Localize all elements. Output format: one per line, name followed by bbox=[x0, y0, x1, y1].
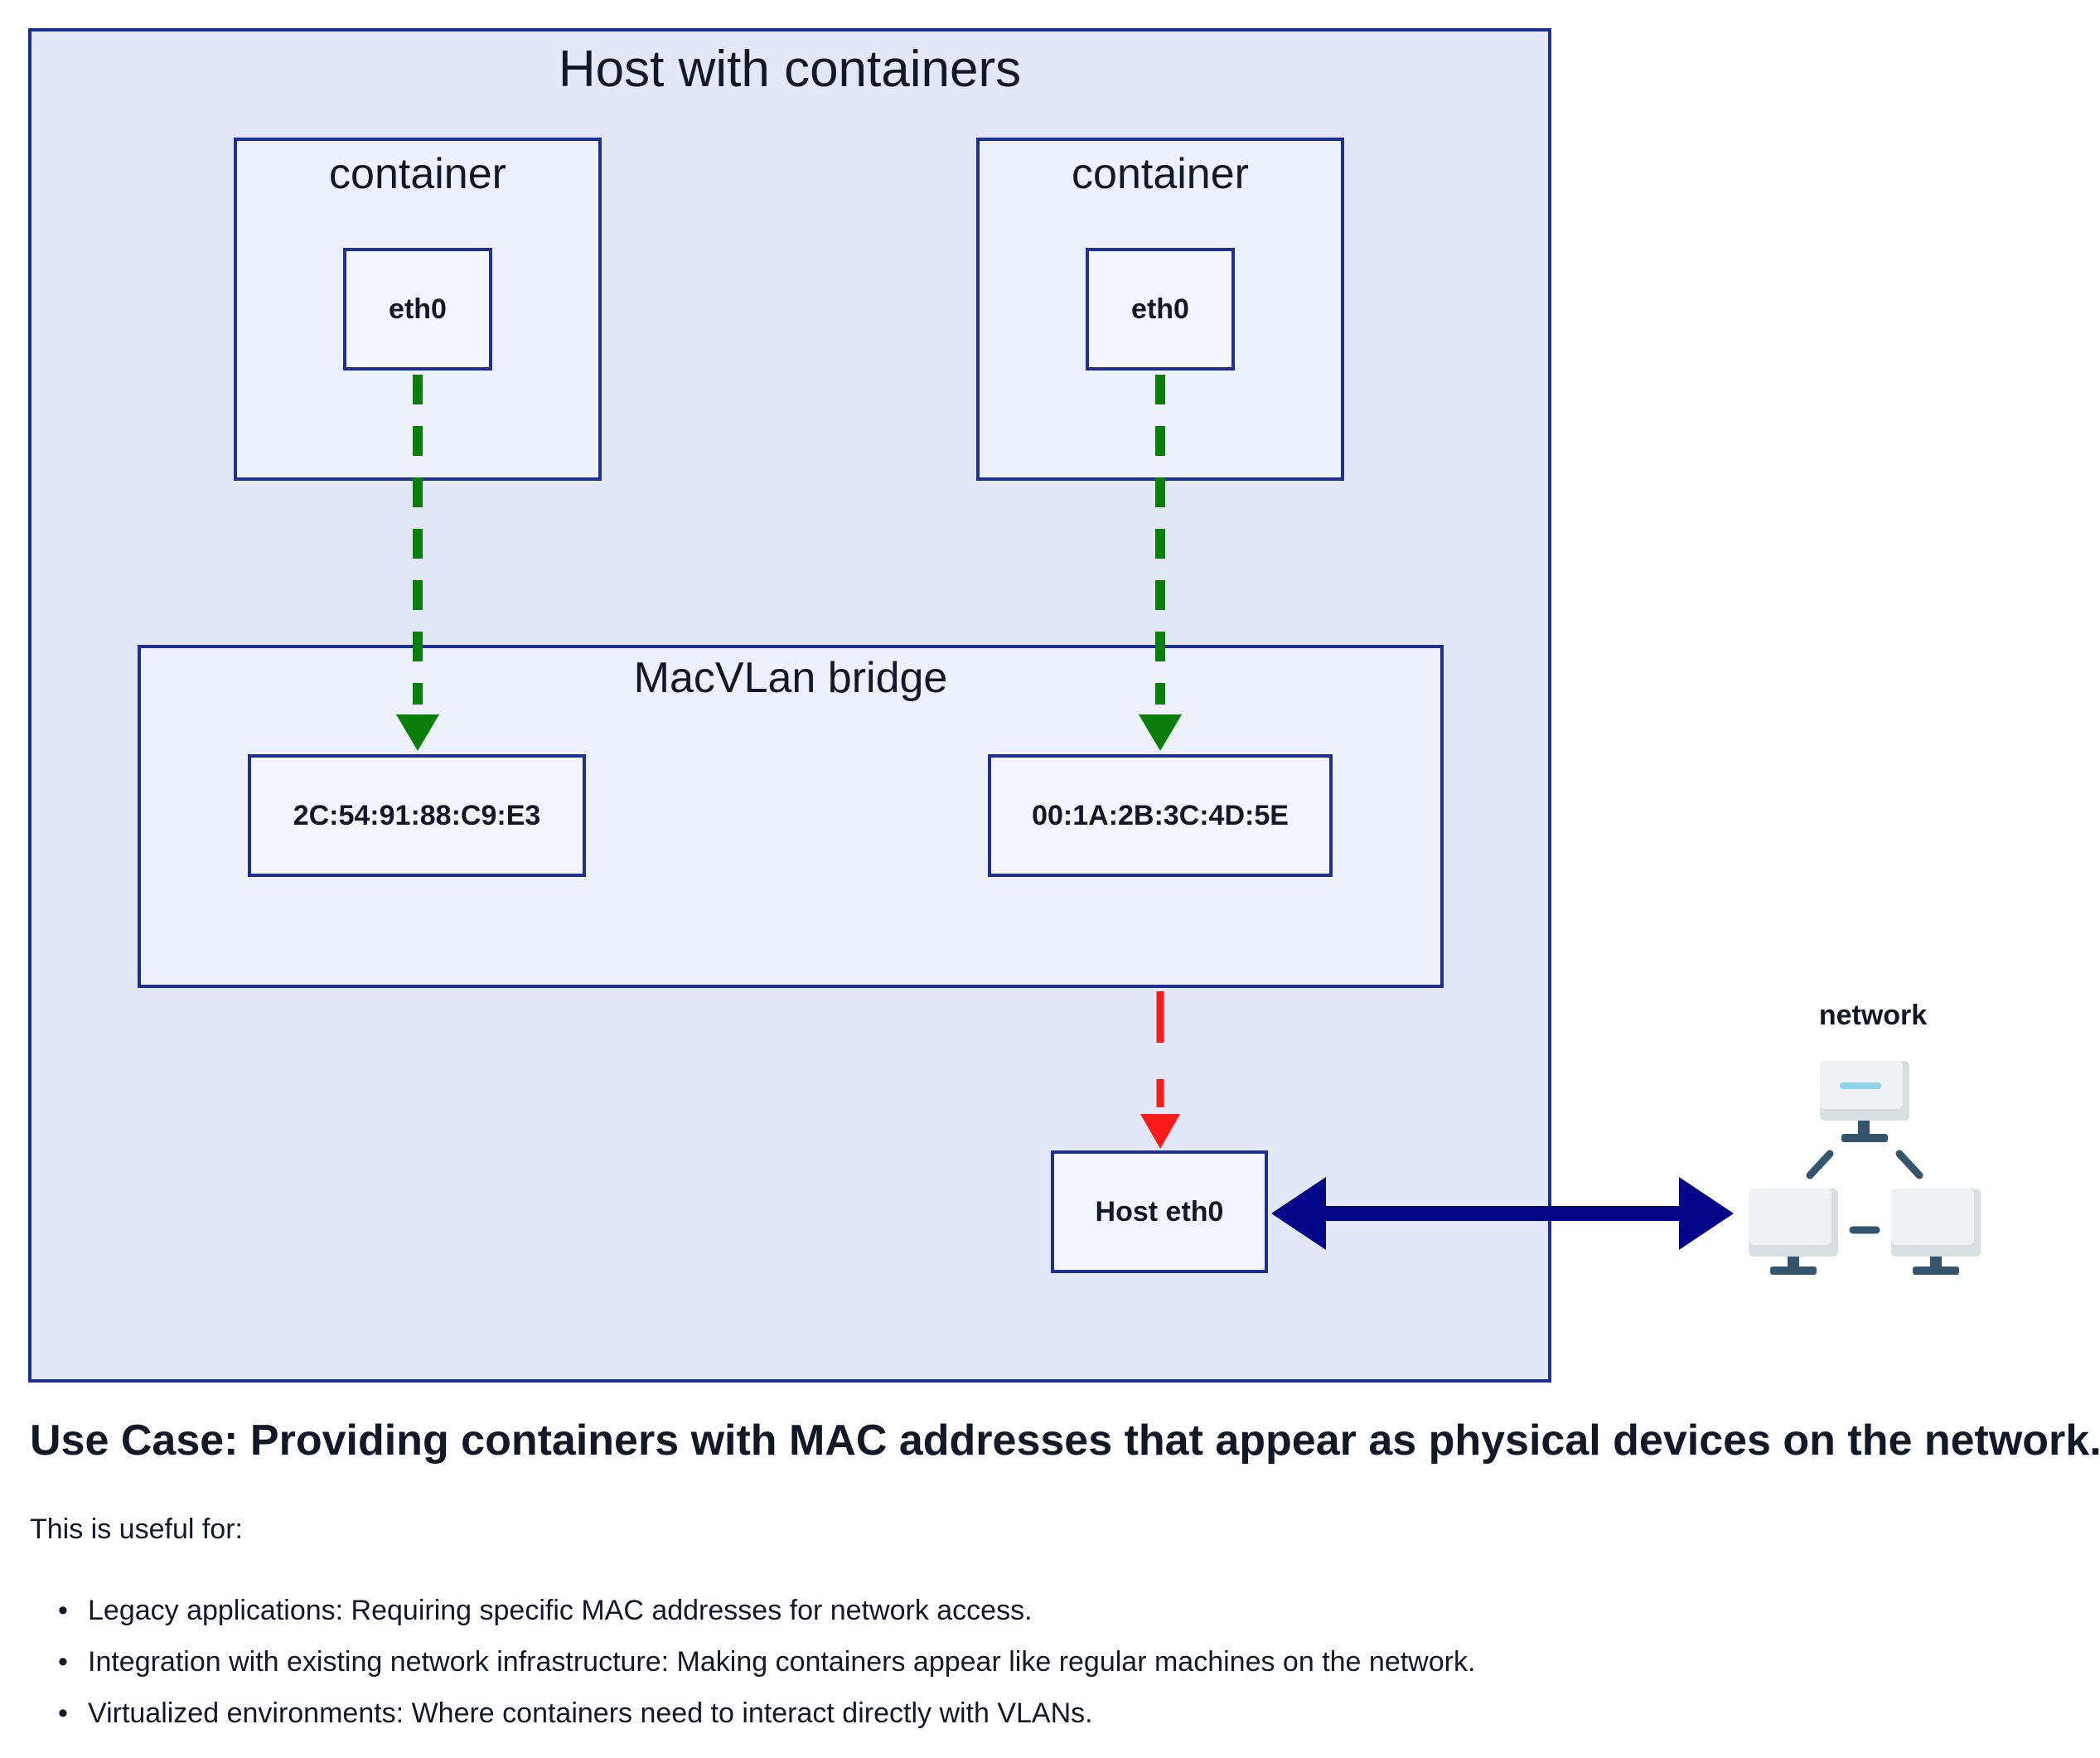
container-eth0-left: eth0 bbox=[343, 248, 492, 370]
container-eth0-right: eth0 bbox=[1086, 248, 1235, 370]
use-case-intro: This is useful for: bbox=[30, 1513, 243, 1545]
container-title-left: container bbox=[329, 150, 506, 198]
host-eth0-box: Host eth0 bbox=[1051, 1150, 1268, 1273]
bridge-arrowhead bbox=[1140, 1114, 1180, 1149]
network-arrowhead-left bbox=[1271, 1177, 1326, 1250]
use-case-list: Legacy applications: Requiring specific … bbox=[30, 1585, 1475, 1739]
list-item: Integration with existing network infras… bbox=[30, 1636, 1475, 1688]
network-group: network bbox=[1724, 995, 2022, 1293]
host-title: Host with containers bbox=[558, 41, 1022, 98]
network-computers-icon bbox=[1749, 1061, 1981, 1275]
container-arrowhead-right bbox=[1139, 714, 1182, 751]
network-label: network bbox=[1818, 1000, 1928, 1031]
container-arrowhead-left bbox=[396, 714, 439, 751]
bridge-title: MacVLan bridge bbox=[633, 654, 948, 702]
mac-address-left: 2C:54:91:88:C9:E3 bbox=[248, 754, 586, 877]
container-title-right: container bbox=[1072, 150, 1249, 198]
network-arrowhead-right bbox=[1679, 1177, 1734, 1250]
list-item: Virtualized environments: Where containe… bbox=[30, 1688, 1475, 1739]
list-item: Legacy applications: Requiring specific … bbox=[30, 1585, 1475, 1636]
use-case-title: Use Case: Providing containers with MAC … bbox=[30, 1417, 2100, 1465]
connector-layer bbox=[396, 375, 1734, 1250]
mac-address-right: 00:1A:2B:3C:4D:5E bbox=[988, 754, 1333, 877]
